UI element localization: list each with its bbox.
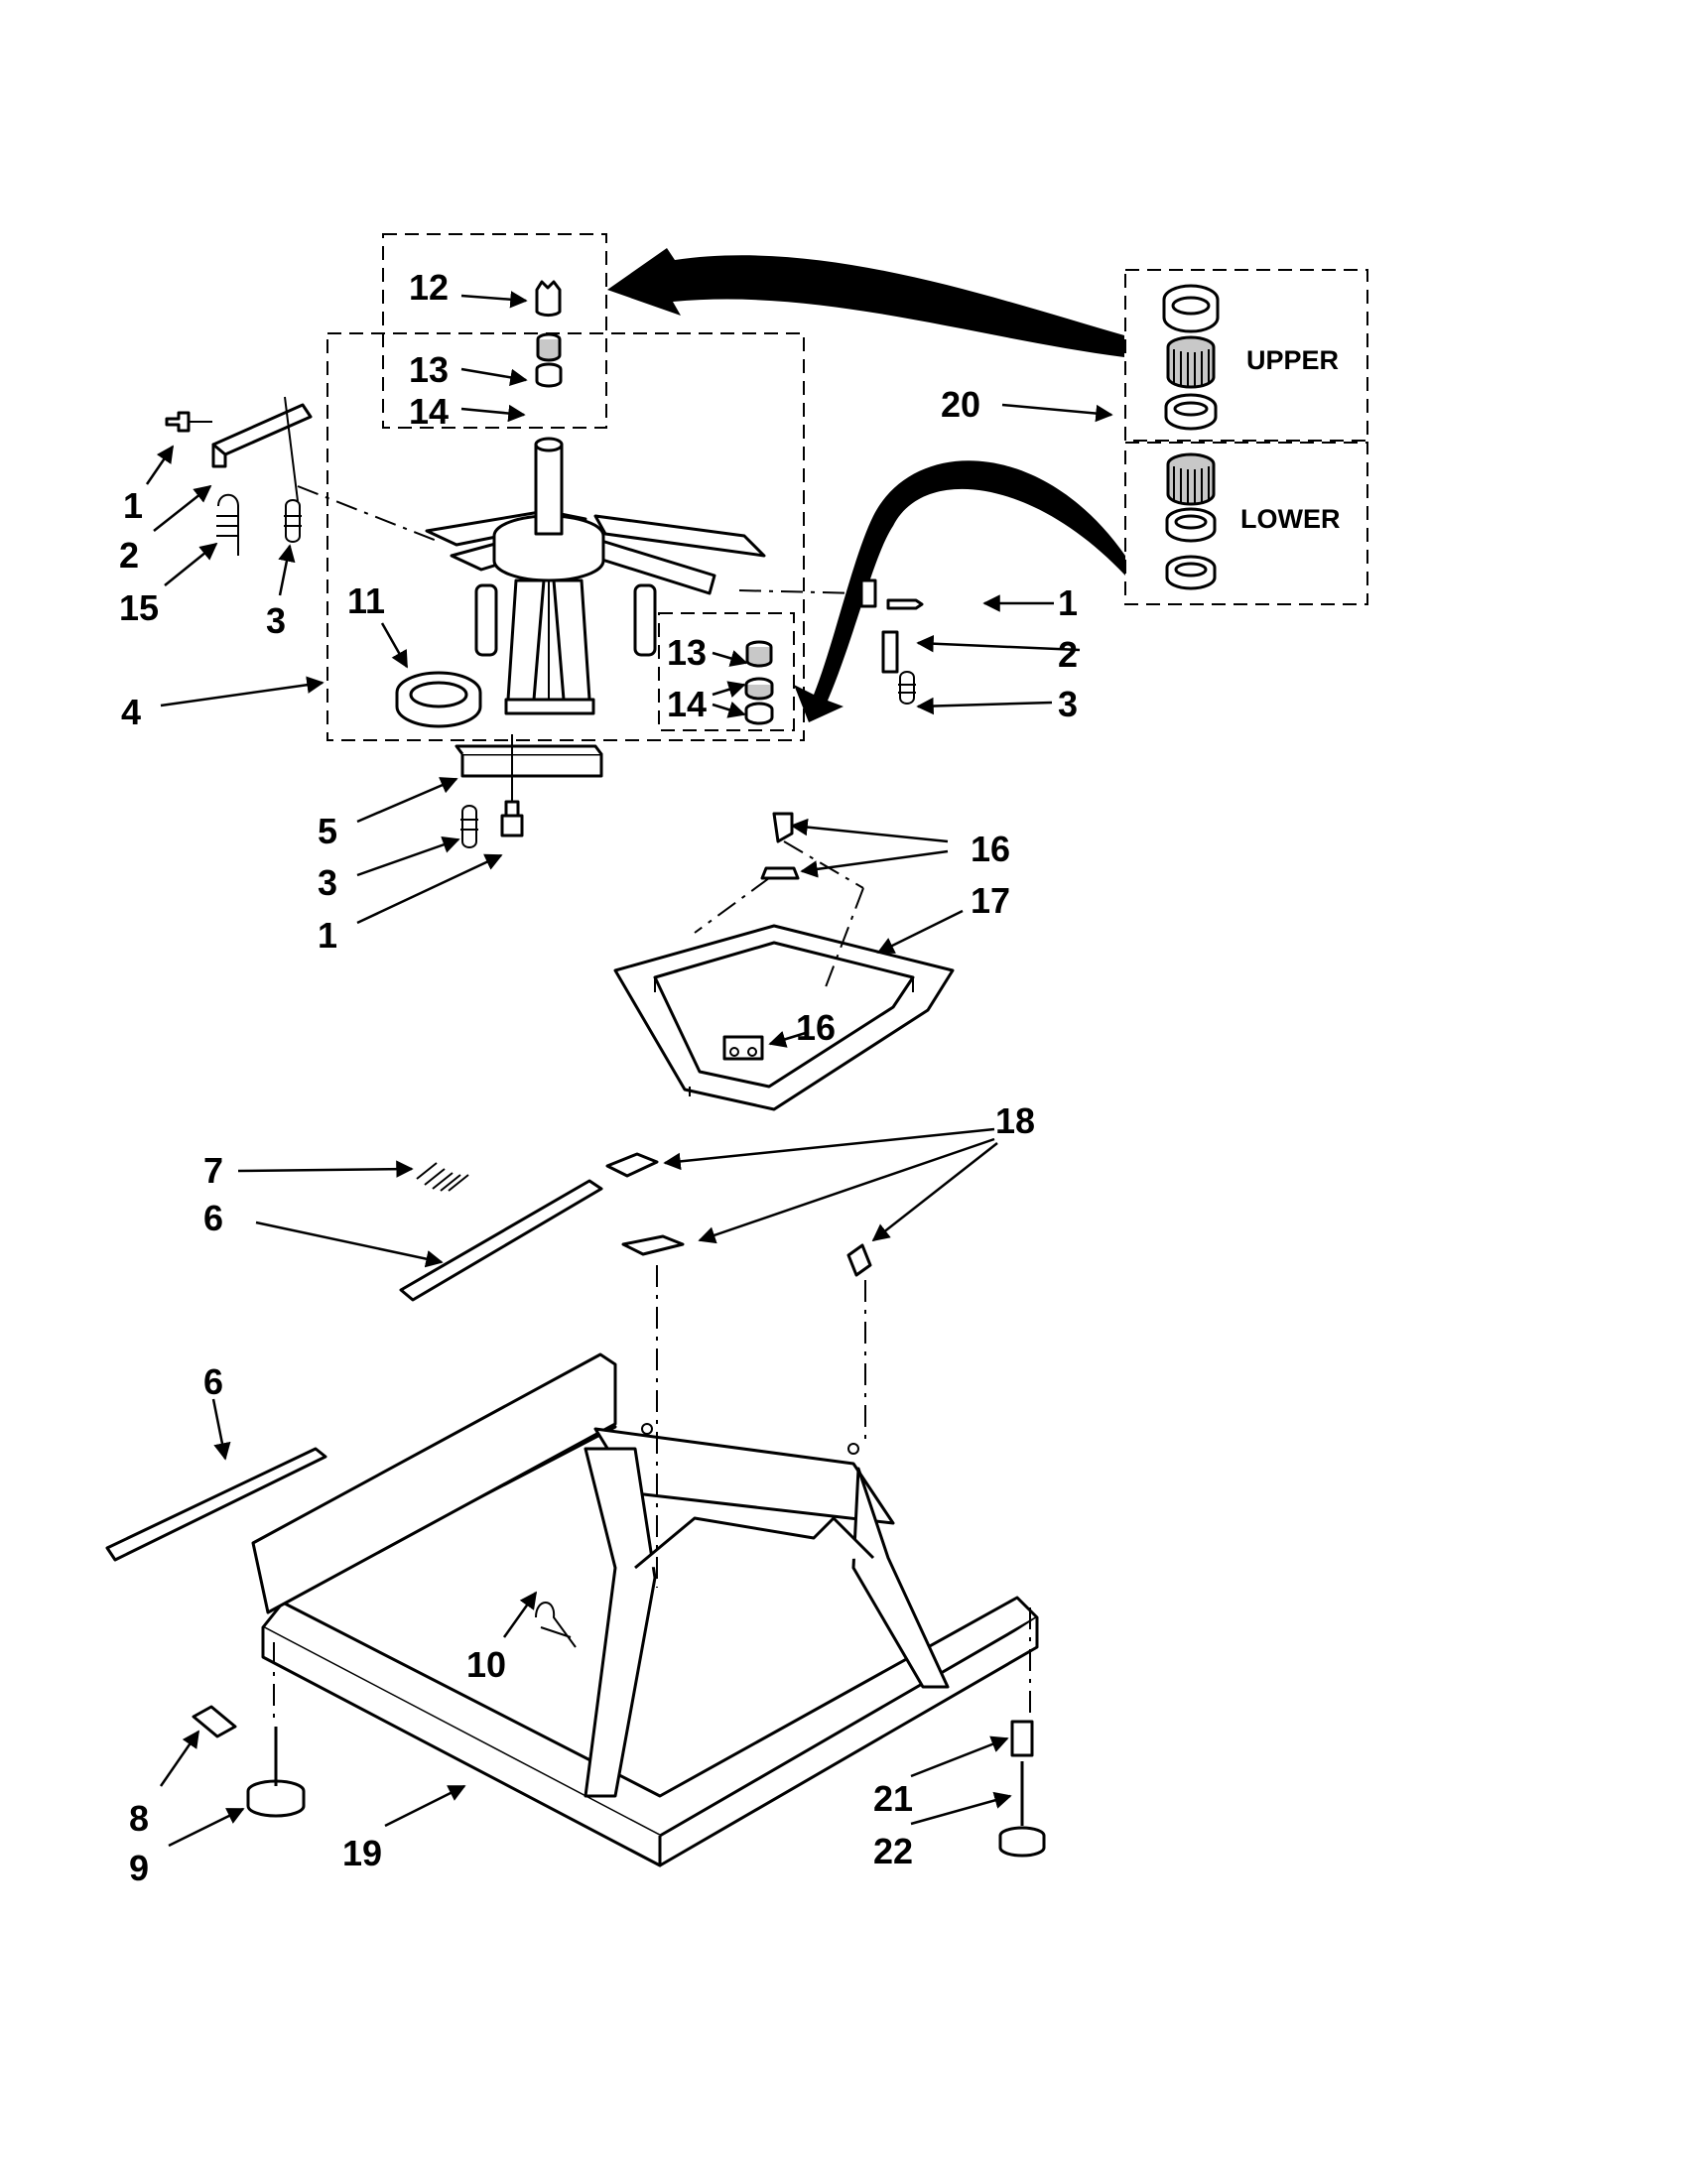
callout-2-right: 2 xyxy=(1058,634,1078,675)
tub-cover-frame xyxy=(613,812,955,1111)
upper-bearing-kit xyxy=(1162,284,1220,431)
bearing-parts-lower xyxy=(744,640,774,725)
bearing-kit-box xyxy=(382,233,607,429)
callout-3-top-left: 3 xyxy=(266,600,286,641)
base-frame xyxy=(251,1352,1039,1867)
callout-13-top: 13 xyxy=(409,349,449,390)
callout-19: 19 xyxy=(342,1833,382,1873)
align-line-hub xyxy=(297,485,438,542)
callout-20: 20 xyxy=(941,384,980,425)
callout-16-top: 16 xyxy=(971,829,1010,869)
callout-3-lower: 3 xyxy=(318,862,337,903)
callout-18: 18 xyxy=(995,1100,1035,1141)
tub-seal-ring xyxy=(395,671,482,728)
callout-7: 7 xyxy=(203,1150,223,1191)
callout-9: 9 xyxy=(129,1848,149,1888)
callout-17: 17 xyxy=(971,880,1010,921)
callout-1-right: 1 xyxy=(1058,582,1078,623)
callout-8: 8 xyxy=(129,1798,149,1839)
spring-and-channels xyxy=(105,1162,603,1562)
upper-kit-arrow xyxy=(607,248,1124,357)
callout-6-upper: 6 xyxy=(203,1198,223,1238)
callout-14-lower: 14 xyxy=(667,684,707,724)
upper-kit-box xyxy=(1124,269,1368,442)
suspension-assembly-box xyxy=(326,332,805,741)
callout-2-top-left: 2 xyxy=(119,535,139,576)
lower-hub-bracket xyxy=(454,734,603,848)
left-bracket-hardware xyxy=(165,396,313,556)
upper-kit-label: UPPER xyxy=(1246,345,1339,375)
callout-15: 15 xyxy=(119,587,159,628)
callout-1-top-left: 1 xyxy=(123,485,143,526)
callout-3-right: 3 xyxy=(1058,684,1078,724)
callout-10: 10 xyxy=(466,1644,506,1685)
callout-13-lower: 13 xyxy=(667,632,707,673)
lower-kit-arrow xyxy=(794,460,1125,722)
callout-1-lower: 1 xyxy=(318,915,337,956)
callout-22: 22 xyxy=(873,1831,913,1871)
suspension-hub xyxy=(425,437,766,715)
corner-pads xyxy=(605,1152,872,1277)
callout-6-lower: 6 xyxy=(203,1361,223,1402)
callout-4: 4 xyxy=(121,692,141,732)
leader-lines xyxy=(145,291,1113,1848)
lower-kit-box xyxy=(1124,442,1368,605)
align-line-bracket xyxy=(738,589,862,594)
lower-kit-label: LOWER xyxy=(1240,504,1341,534)
lower-bearing-box xyxy=(658,612,795,731)
callout-5: 5 xyxy=(318,811,337,851)
callout-11: 11 xyxy=(347,580,385,621)
callout-16-frame: 16 xyxy=(796,1007,836,1048)
bearing-parts-upper xyxy=(535,280,563,388)
callout-12: 12 xyxy=(409,267,449,308)
lower-bearing-kit xyxy=(1165,452,1217,590)
callout-14-top: 14 xyxy=(409,391,449,432)
callout-21: 21 xyxy=(873,1778,913,1819)
right-bracket-hardware xyxy=(859,578,924,705)
leveling-feet xyxy=(192,1607,1046,1858)
